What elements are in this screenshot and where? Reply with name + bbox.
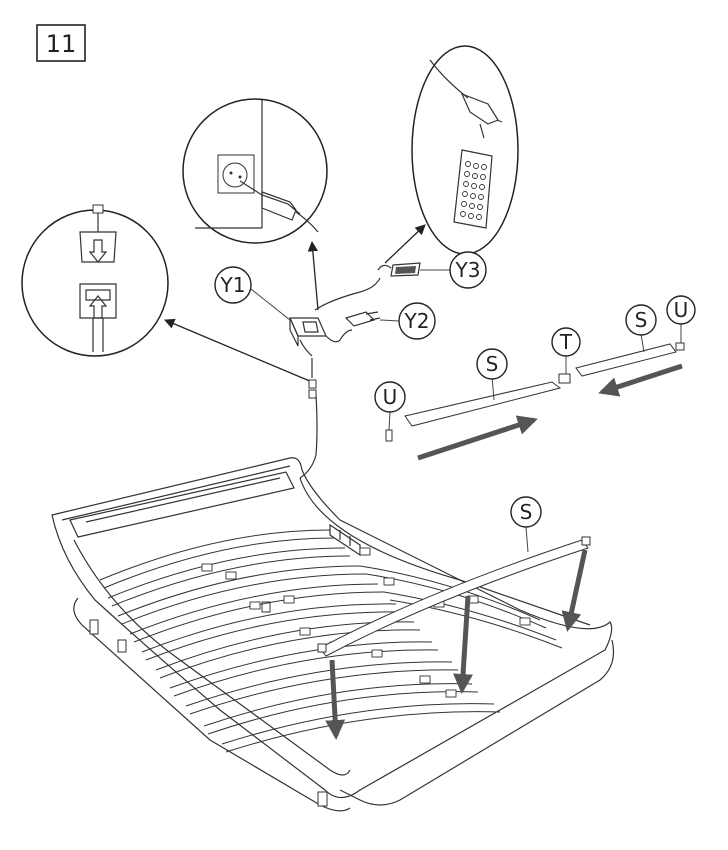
svg-text:S: S xyxy=(520,500,533,524)
bed-slat-s xyxy=(317,536,591,740)
bed-slats xyxy=(99,529,563,753)
svg-text:Y2: Y2 xyxy=(404,309,430,333)
label-y3: Y3 xyxy=(420,251,487,289)
label-y1: Y1 xyxy=(214,266,291,321)
svg-text:S: S xyxy=(486,352,499,376)
label-t: T xyxy=(551,327,581,374)
svg-text:S: S xyxy=(635,308,648,332)
power-cable xyxy=(314,277,381,311)
svg-text:T: T xyxy=(559,330,573,354)
remote-leader-arrow xyxy=(384,224,426,264)
label-s-left: S xyxy=(476,348,508,401)
label-u-right: U xyxy=(666,295,696,343)
remote-receiver xyxy=(377,262,421,277)
bed-cable xyxy=(299,358,318,479)
remote-detail-circle xyxy=(411,45,519,255)
svg-text:U: U xyxy=(383,385,398,409)
step-number-box: 11 xyxy=(36,24,86,62)
label-u-left: U xyxy=(374,381,406,431)
power-adapter xyxy=(289,311,381,357)
connector-detail-circle xyxy=(21,204,169,357)
svg-text:Y1: Y1 xyxy=(220,273,246,297)
socket-leader-arrow xyxy=(307,240,319,311)
svg-text:U: U xyxy=(674,298,689,322)
connector-leader-arrow xyxy=(164,318,313,383)
inline-connector xyxy=(308,379,317,399)
slat-assembly xyxy=(385,342,685,461)
label-s-top: S xyxy=(625,304,657,353)
label-s-bed: S xyxy=(510,496,542,553)
svg-text:Y3: Y3 xyxy=(455,258,481,282)
wall-socket-detail-circle xyxy=(182,98,328,244)
step-number: 11 xyxy=(46,30,77,58)
label-y2: Y2 xyxy=(379,302,436,340)
